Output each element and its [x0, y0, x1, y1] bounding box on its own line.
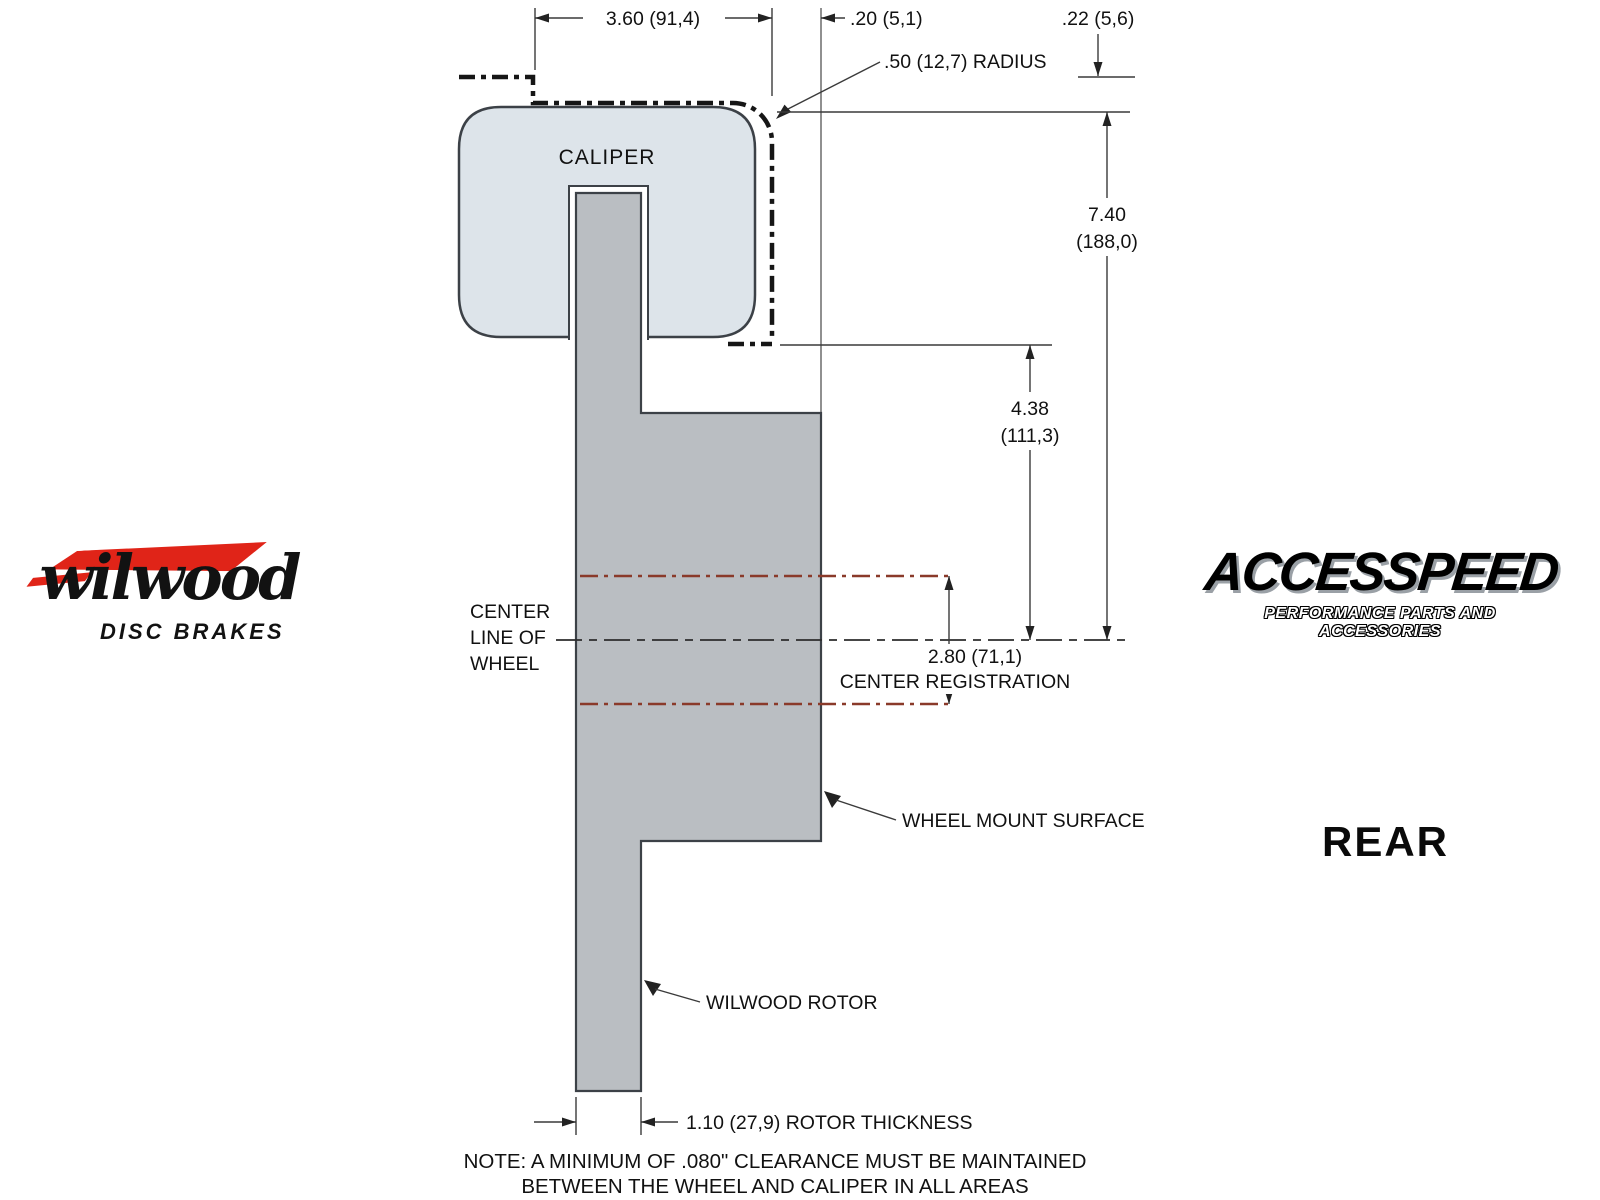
centerline-label-2: LINE OF: [470, 627, 546, 649]
centerline-label-1: CENTER: [470, 601, 550, 623]
dim-text-mask: [896, 644, 1058, 668]
dim-text-mask: [1066, 198, 1148, 256]
arrow-icon: [562, 1117, 576, 1127]
arrow-icon: [1093, 62, 1103, 76]
corner-radius-dim: .50 (12,7) RADIUS: [884, 51, 1047, 73]
caliper-to-mount-dim: .20 (5,1): [850, 8, 923, 30]
wilwood-rotor-label: WILWOOD ROTOR: [706, 992, 878, 1014]
rotor-leader-line: [654, 988, 701, 1003]
accesspeed-tagline: PERFORMANCE PARTS AND ACCESSORIES: [1264, 605, 1496, 640]
caliper-label: CALIPER: [559, 146, 656, 169]
overall-height-metric: (188,0): [1076, 231, 1138, 253]
mount-to-center-value: 4.38: [1011, 398, 1049, 420]
arrow-icon: [535, 13, 549, 23]
mount-to-center-metric: (111,3): [1001, 425, 1060, 447]
rotor-thickness-lines: [534, 1097, 678, 1135]
centerline-label-3: WHEEL: [470, 653, 540, 675]
arrow-icon: [824, 791, 841, 808]
dim-text-mask: [990, 392, 1070, 450]
rotor-hat-section: [574, 191, 823, 1093]
wheel-mount-leader-line: [835, 799, 897, 821]
radius-leader-line: [785, 61, 881, 111]
arrow-icon: [1025, 626, 1035, 640]
wheel-clearance-outline: [459, 74, 775, 347]
caliper-width-dim: 3.60 (91,4): [606, 8, 700, 30]
top-dimension-arrows: [535, 13, 1103, 76]
arrow-icon: [758, 13, 772, 23]
center-registration-label: CENTER REGISTRATION: [840, 671, 1070, 693]
clearance-outline-path: [459, 74, 775, 340]
accesspeed-logo: ACCESSPEED PERFORMANCE PARTS AND ACCESSO…: [1201, 542, 1561, 641]
view-label-rear: REAR: [1322, 818, 1450, 865]
arrow-icon: [1102, 626, 1112, 640]
arrow-icon: [1025, 345, 1035, 359]
accesspeed-wordmark: ACCESSPEED: [1201, 542, 1561, 602]
dim-text-mask: [583, 5, 725, 31]
center-registration-value: 2.80 (71,1): [928, 646, 1022, 668]
clearance-note-line2: BETWEEN THE WHEEL AND CALIPER IN ALL ARE…: [521, 1175, 1028, 1198]
clearance-note-line1: NOTE: A MINIMUM OF .080" CLEARANCE MUST …: [464, 1150, 1087, 1173]
arrow-icon: [644, 980, 661, 996]
wilwood-logo: wilwood DISC BRAKES: [14, 545, 324, 655]
arrow-icon: [641, 1117, 655, 1127]
wilwood-wordmark: wilwood: [39, 541, 302, 614]
top-clearance-dim: .22 (5,6): [1062, 8, 1135, 30]
overall-height-value: 7.40: [1088, 204, 1126, 226]
dim-text-mask: [836, 668, 1074, 694]
arrow-icon: [944, 576, 954, 590]
wilwood-tagline: DISC BRAKES: [100, 619, 285, 644]
arrow-icon: [821, 13, 835, 23]
arrow-icon: [1102, 112, 1112, 126]
center-registration-phantom-lines: [580, 574, 953, 706]
wheel-mount-surface-label: WHEEL MOUNT SURFACE: [902, 810, 1145, 832]
rotor-thickness-dim: 1.10 (27,9) ROTOR THICKNESS: [686, 1112, 972, 1134]
